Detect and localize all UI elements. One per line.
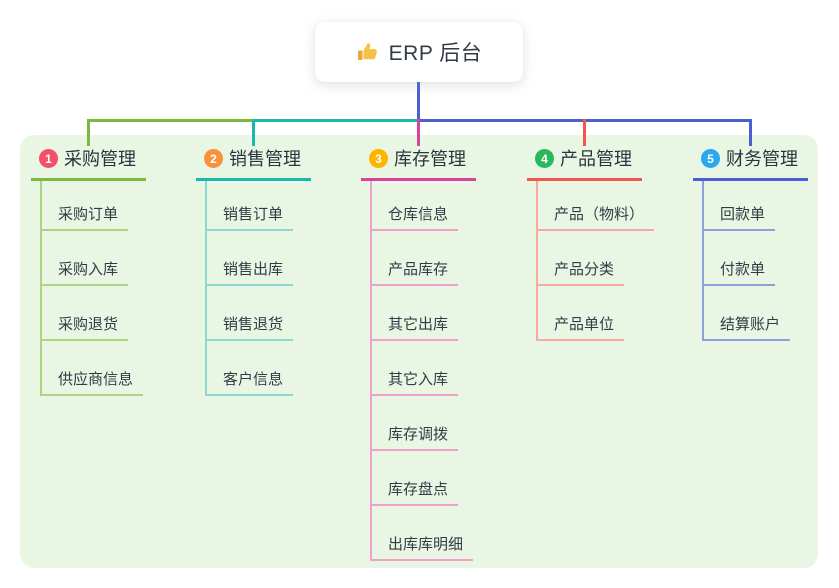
node-item[interactable]: 销售订单 <box>205 200 294 231</box>
node-item[interactable]: 仓库信息 <box>370 200 459 231</box>
node-item[interactable]: 产品（物料） <box>536 200 655 231</box>
node-item[interactable]: 库存调拨 <box>370 420 459 451</box>
branch-title[interactable]: 库存管理 <box>394 149 466 169</box>
node-item[interactable]: 其它入库 <box>370 365 459 396</box>
node-item[interactable]: 回款单 <box>702 200 776 231</box>
branch-children-line <box>536 181 538 341</box>
branch-drop-line <box>252 119 255 146</box>
root-node[interactable]: ERP 后台 <box>315 22 523 82</box>
branch-children-line <box>370 181 372 561</box>
node-item[interactable]: 产品库存 <box>370 255 459 286</box>
node-item[interactable]: 出库库明细 <box>370 530 474 561</box>
node-item[interactable]: 销售退货 <box>205 310 294 341</box>
branch-title[interactable]: 财务管理 <box>726 149 798 169</box>
branch-number-badge: 1 <box>39 149 58 168</box>
node-item[interactable]: 结算账户 <box>702 310 791 341</box>
root-label: ERP 后台 <box>388 42 483 65</box>
branch-number-badge: 3 <box>369 149 388 168</box>
branch-title-underline <box>361 178 476 181</box>
branch-drop-line <box>583 119 586 146</box>
branch-purchase: 1 采购管理 采购订单 采购入库 采购退货 供应商信息 <box>31 119 191 578</box>
branch-title[interactable]: 销售管理 <box>229 149 301 169</box>
node-item[interactable]: 客户信息 <box>205 365 294 396</box>
branch-drop-line <box>749 119 752 146</box>
branch-number-badge: 4 <box>535 149 554 168</box>
branch-finance: 5 财务管理 回款单 付款单 结算账户 <box>693 119 839 578</box>
node-item[interactable]: 采购入库 <box>40 255 129 286</box>
node-item[interactable]: 付款单 <box>702 255 776 286</box>
node-item[interactable]: 其它出库 <box>370 310 459 341</box>
connector-horizontal-branch1 <box>87 119 253 122</box>
branch-title-underline <box>693 178 808 181</box>
node-item[interactable]: 供应商信息 <box>40 365 144 396</box>
thumbs-up-icon <box>356 40 380 64</box>
branch-title-underline <box>31 178 146 181</box>
branch-product: 4 产品管理 产品（物料） 产品分类 产品单位 <box>527 119 687 578</box>
branch-drop-line <box>417 119 420 146</box>
branch-title-underline <box>527 178 642 181</box>
branch-title[interactable]: 产品管理 <box>560 149 632 169</box>
connector-horizontal-branch2 <box>252 119 418 122</box>
node-item[interactable]: 产品分类 <box>536 255 625 286</box>
branch-sales: 2 销售管理 销售订单 销售出库 销售退货 客户信息 <box>196 119 356 578</box>
node-item[interactable]: 采购退货 <box>40 310 129 341</box>
root-stem-line <box>417 82 420 122</box>
branch-children-line <box>205 181 207 396</box>
branch-drop-line <box>87 119 90 146</box>
branch-number-badge: 2 <box>204 149 223 168</box>
branches-panel <box>20 135 818 568</box>
branch-children-line <box>40 181 42 396</box>
branch-inventory: 3 库存管理 仓库信息 产品库存 其它出库 其它入库 库存调拨 库存盘点 出库库… <box>361 119 521 578</box>
branch-title[interactable]: 采购管理 <box>64 149 136 169</box>
node-item[interactable]: 采购订单 <box>40 200 129 231</box>
node-item[interactable]: 库存盘点 <box>370 475 459 506</box>
node-item[interactable]: 产品单位 <box>536 310 625 341</box>
node-item[interactable]: 销售出库 <box>205 255 294 286</box>
branch-number-badge: 5 <box>701 149 720 168</box>
branch-title-underline <box>196 178 311 181</box>
branch-children-line <box>702 181 704 341</box>
